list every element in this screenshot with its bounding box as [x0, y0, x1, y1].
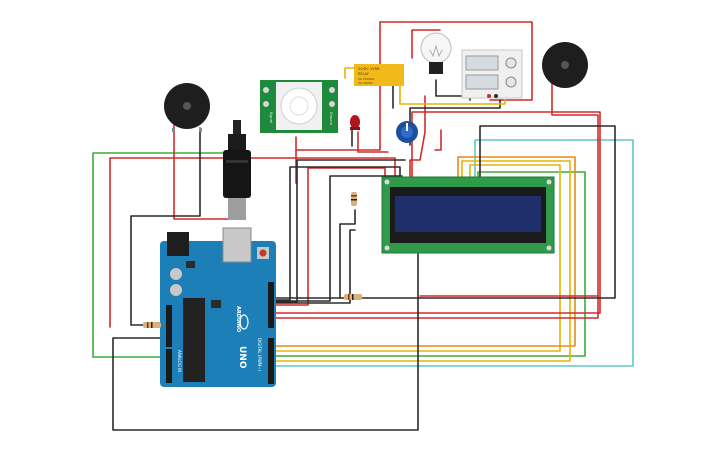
infinity-logo: [239, 314, 249, 330]
wire-black-mid: [269, 229, 356, 304]
wire-yellow-1: [269, 164, 561, 352]
wire-orange-1: [269, 156, 576, 347]
wire-red-mid: [434, 129, 442, 151]
relay-module: 5V/DC 5VRB RELAY 5A 250VAC 5A 30VDC: [354, 64, 404, 86]
usb-port: [222, 227, 252, 263]
dc-power-plug: [223, 120, 251, 220]
wire-red-1: [109, 157, 396, 328]
digital-header-top: [268, 282, 274, 328]
resistor-1: [351, 192, 357, 206]
light-bulb: [420, 32, 452, 74]
wire-red-lcd-top: [409, 95, 426, 184]
digital-header-bottom: [268, 338, 274, 384]
wire-yellow-2: [269, 160, 571, 362]
analog-header: [166, 349, 172, 383]
wires: [92, 21, 634, 431]
red-led: [350, 115, 360, 130]
power-header: [166, 305, 172, 347]
wire-black-top2: [269, 159, 406, 303]
wire-red-led2: [357, 131, 389, 153]
analog-section-label: ANALOG IN: [177, 350, 182, 372]
wire-black-mid2: [269, 175, 403, 302]
svg-text:5V/DC 5VRB: 5V/DC 5VRB: [358, 67, 380, 71]
wire-black-bottom: [112, 252, 419, 431]
wire-red-led: [173, 124, 241, 220]
buzzer-right: [542, 42, 588, 88]
arduino-logo-text: ARDUINO: [235, 306, 241, 332]
wire-red-pot: [269, 167, 386, 306]
wire-black-top: [269, 166, 401, 301]
wire-red-buzzer2: [269, 81, 599, 319]
power-jack: [167, 232, 189, 256]
wire-green-buzzer: [92, 152, 229, 358]
svg-text:Ground: Ground: [329, 112, 333, 125]
pir-sensor: Signal Ground: [260, 80, 338, 133]
lcd-header-pins: [392, 179, 484, 185]
svg-text:RELAY: RELAY: [358, 72, 370, 76]
lcd-display: [381, 176, 555, 254]
wire-red-relay: [379, 21, 533, 101]
board-type-label: UNO: [237, 346, 247, 369]
buzzer-left: [164, 83, 210, 132]
resistor-3: [143, 322, 161, 328]
resistor-2: [344, 294, 362, 300]
svg-text:5A 30VDC: 5A 30VDC: [358, 81, 373, 85]
wire-teal: [269, 139, 634, 367]
arduino-uno-board: ARDUINO UNO DIGITAL (PWM~) ANALOG IN: [160, 227, 276, 387]
wire-red-bulb: [411, 29, 441, 59]
digital-section-label: DIGITAL (PWM~): [257, 338, 262, 372]
atmega-chip: [183, 298, 205, 382]
power-supply: [461, 49, 523, 99]
wire-black-right: [269, 125, 616, 299]
wire-black-r1: [339, 209, 356, 299]
wire-green-lcd: [269, 171, 586, 357]
potentiometer: [396, 121, 418, 143]
svg-text:Signal: Signal: [269, 112, 273, 123]
svg-text:5A 250VAC: 5A 250VAC: [358, 77, 375, 81]
